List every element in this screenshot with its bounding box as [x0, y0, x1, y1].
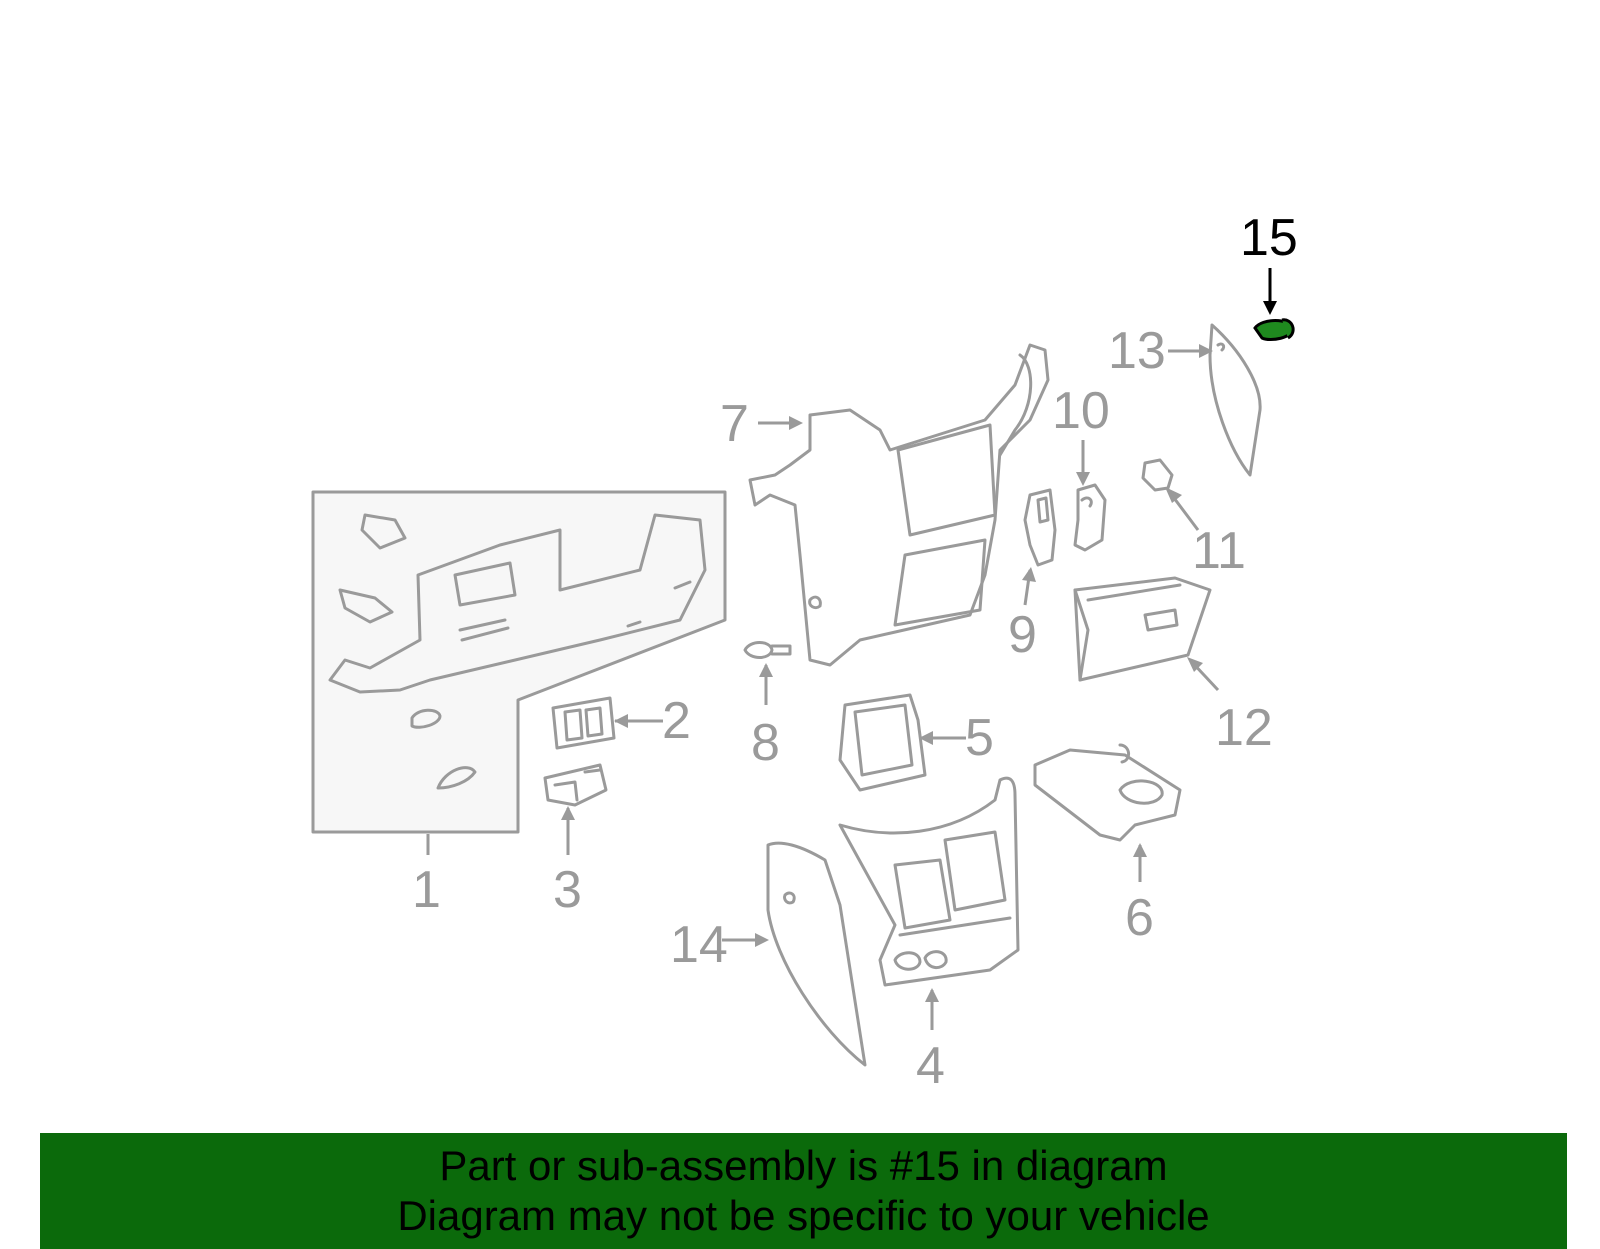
part-5-pocket[interactable] [838, 693, 927, 792]
part-9-bracket[interactable] [1023, 488, 1057, 567]
callout-11: 11 [1192, 522, 1246, 580]
part-15-clip-highlighted[interactable] [1253, 318, 1295, 342]
part-4-center-console[interactable] [838, 776, 1020, 987]
part-6-cup-holder[interactable] [1033, 743, 1182, 842]
banner-line-disclaimer: Diagram may not be specific to your vehi… [397, 1192, 1210, 1239]
callout-1: 1 [412, 861, 441, 919]
part-12-glove-box[interactable] [1073, 576, 1212, 682]
callout-numbers: 1 2 3 4 5 6 7 8 9 10 11 12 13 14 15 [412, 209, 1298, 1095]
callout-5: 5 [965, 709, 994, 767]
callout-12: 12 [1215, 699, 1273, 757]
callout-15-highlighted: 15 [1240, 209, 1298, 267]
part-7-center-bezel[interactable] [748, 343, 1050, 667]
part-13-side-panel[interactable] [1208, 323, 1262, 477]
callout-8: 8 [751, 714, 780, 772]
leader-lines [426, 268, 1277, 1030]
callout-10: 10 [1052, 382, 1110, 440]
callout-7: 7 [720, 395, 749, 453]
callout-2: 2 [662, 692, 691, 750]
part-1-lower-panel-group[interactable] [311, 490, 727, 834]
part-14-side-cover[interactable] [766, 841, 867, 1067]
part-2-switch[interactable] [551, 696, 616, 750]
banner-line-part-number: Part or sub-assembly is #15 in diagram [439, 1142, 1168, 1189]
info-banner: Part or sub-assembly is #15 in diagram D… [40, 1133, 1567, 1249]
part-11-latch[interactable] [1141, 458, 1174, 492]
callout-9: 9 [1008, 606, 1037, 664]
callout-6: 6 [1125, 889, 1154, 947]
part-10-hinge[interactable] [1073, 483, 1107, 552]
callout-4: 4 [916, 1037, 945, 1095]
part-3-switch[interactable] [543, 763, 608, 807]
part-8-clip[interactable] [743, 641, 792, 659]
callout-14: 14 [670, 916, 728, 974]
callout-13: 13 [1108, 322, 1166, 380]
callout-3: 3 [553, 861, 582, 919]
